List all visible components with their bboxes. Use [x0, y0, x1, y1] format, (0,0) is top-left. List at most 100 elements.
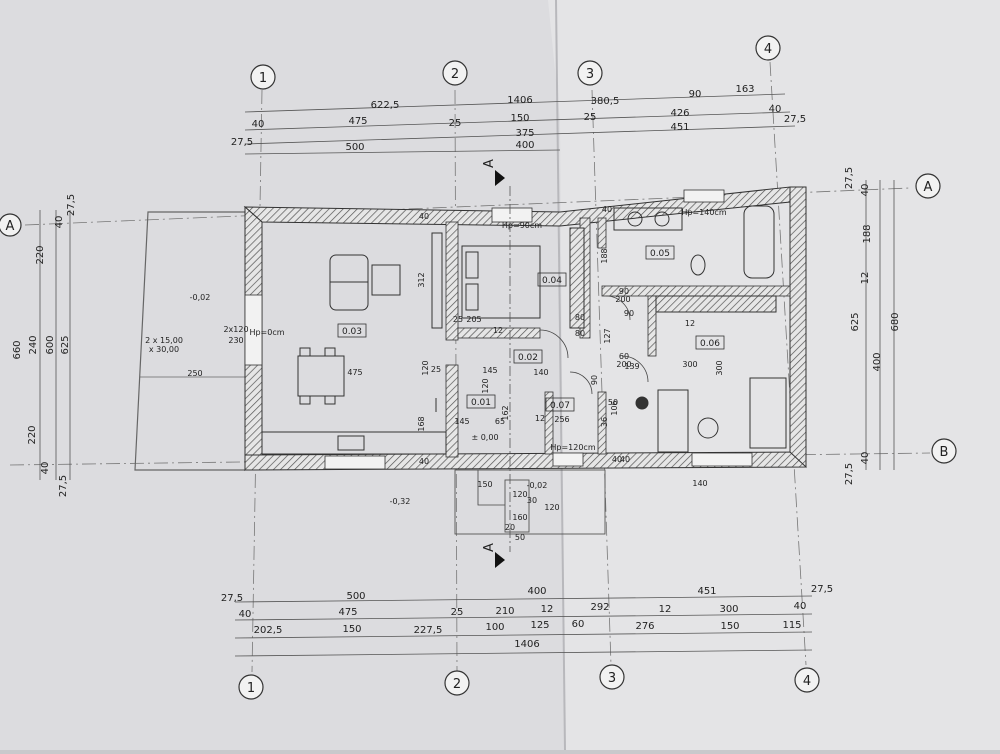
dim-line-top-4: [244, 149, 561, 155]
dim-line-bot-3: [234, 631, 813, 639]
dim-interior-31: 80: [575, 329, 585, 338]
dim-right-5: 680: [890, 312, 901, 331]
wardrobe-office: [655, 295, 777, 313]
toilet: [690, 254, 706, 276]
boiler: [635, 396, 649, 410]
dim-bot2-5: 292: [590, 602, 609, 613]
axis-label-side-left-A: A: [6, 219, 15, 234]
dim-interior-10: 162: [501, 405, 510, 420]
dim-left-7: 40: [54, 216, 65, 229]
dim-bot3-3: 100: [485, 622, 504, 633]
wall-partition-hall-west: [445, 364, 459, 458]
bath-vanity: [613, 207, 683, 231]
tv-unit: [431, 232, 443, 329]
dim-bot1-4: 27,5: [811, 584, 833, 595]
bed: [461, 245, 541, 319]
dim-openings-13: 200: [615, 295, 630, 304]
dim-openings-9: 140: [692, 479, 707, 488]
dim-openings-14: 120: [544, 503, 559, 512]
dim-right-6: 400: [872, 352, 883, 371]
room-tag-box-0.03: [337, 323, 367, 338]
window-north-bath: [683, 189, 725, 203]
window-south-office: [691, 452, 753, 467]
dim-bot2-0: 40: [239, 609, 252, 620]
dim-openings-5: Hp=90cm: [502, 221, 542, 230]
washbasin-1: [627, 211, 643, 227]
dim-openings-2: 2 x 15,00: [145, 336, 183, 345]
dim-openings-18: 30: [527, 496, 537, 505]
axis-bubble-side-right-A: [915, 173, 941, 199]
kitchen-counter: [261, 431, 447, 455]
dim-top4-0: 500: [345, 142, 364, 153]
dim-interior-16: 300: [715, 360, 724, 375]
dim-bot4-0: 1406: [514, 639, 539, 650]
axis-label-bottom-2: 2: [453, 677, 461, 692]
window-south-kitchen: [324, 455, 386, 470]
dim-line-bot-4: [234, 649, 813, 657]
dim-bot2-3: 210: [495, 606, 514, 617]
axis-bubble-bottom-2: [444, 670, 470, 696]
office-bed: [749, 377, 787, 449]
dim-top1-2: 380,5: [591, 96, 620, 107]
dim-interior-15: 139: [624, 362, 639, 371]
dim-top2-4: 25: [584, 112, 597, 123]
dim-bot2-1: 475: [338, 607, 357, 618]
dim-top2-6: 40: [769, 104, 782, 115]
dim-interior-7: 140: [533, 368, 548, 377]
wall-partition-storage: [597, 391, 607, 455]
dim-top2-3: 150: [510, 113, 529, 124]
door-swing-bath: [605, 295, 631, 321]
window-north-bedroom: [491, 207, 533, 223]
dim-interior-8: 300: [682, 360, 697, 369]
door-swing-office: [621, 355, 649, 383]
door-swing-entrance: [477, 470, 505, 506]
dim-right-8: 27,5: [844, 463, 855, 485]
dim-openings-16: 20: [505, 523, 515, 532]
room-tag-box-0.07: [545, 397, 575, 412]
dim-bot2-6: 12: [659, 604, 672, 615]
dim-bot3-6: 276: [635, 621, 654, 632]
dim-interior-22: 188: [600, 248, 609, 263]
desk: [657, 389, 689, 453]
dim-line-top-3: [244, 125, 796, 145]
dim-left-8: 27,5: [66, 194, 77, 216]
dim-interior-25: 40: [419, 212, 429, 221]
dim-levels-2: -0,02: [527, 481, 548, 490]
dim-interior-11: 65: [495, 417, 505, 426]
entrance-steps: [504, 479, 530, 533]
dim-left-2: 240: [28, 335, 39, 354]
dim-line-bot-2: [234, 613, 813, 621]
dim-openings-12: 90: [619, 287, 629, 296]
door-swing-wc: [569, 371, 593, 395]
room-tag-0.05: 0.05: [650, 249, 670, 259]
dim-interior-5: 145: [454, 417, 469, 426]
chair-2: [324, 347, 336, 357]
dim-bot3-8: 115: [782, 620, 801, 631]
dim-interior-3: 120: [421, 360, 430, 375]
dim-right-2: 188: [862, 224, 873, 243]
dim-bot1-3: 451: [697, 586, 716, 597]
dim-openings-0: 2x120: [223, 325, 248, 334]
axis-label-top-4: 4: [764, 42, 772, 57]
dim-interior-27: 25: [431, 365, 441, 374]
dim-top2-1: 475: [348, 116, 367, 127]
dim-right-7: 40: [860, 452, 871, 465]
dim-interior-24: 25: [453, 315, 463, 324]
section-marker-bottom: [495, 552, 505, 568]
dim-bot3-4: 125: [530, 620, 549, 631]
dim-interior-4: 145: [482, 366, 497, 375]
dim-openings-15: 160: [512, 513, 527, 522]
axis-bubble-top-2: [442, 60, 468, 86]
dim-openings-10: 60: [619, 352, 629, 361]
dim-interior-33: 40: [602, 205, 612, 214]
dim-line-top-1: [244, 93, 786, 113]
dim-interior-1: 475: [347, 368, 362, 377]
axis-bubble-bottom-1: [238, 674, 264, 700]
axis-bubble-side-right-B: [931, 438, 957, 464]
dim-bot3-7: 150: [720, 621, 739, 632]
dim-bot3-5: 60: [572, 619, 585, 630]
axis-bubble-top-3: [577, 60, 603, 86]
dim-interior-29: 12: [535, 414, 545, 423]
dim-openings-11: 200: [616, 360, 631, 369]
